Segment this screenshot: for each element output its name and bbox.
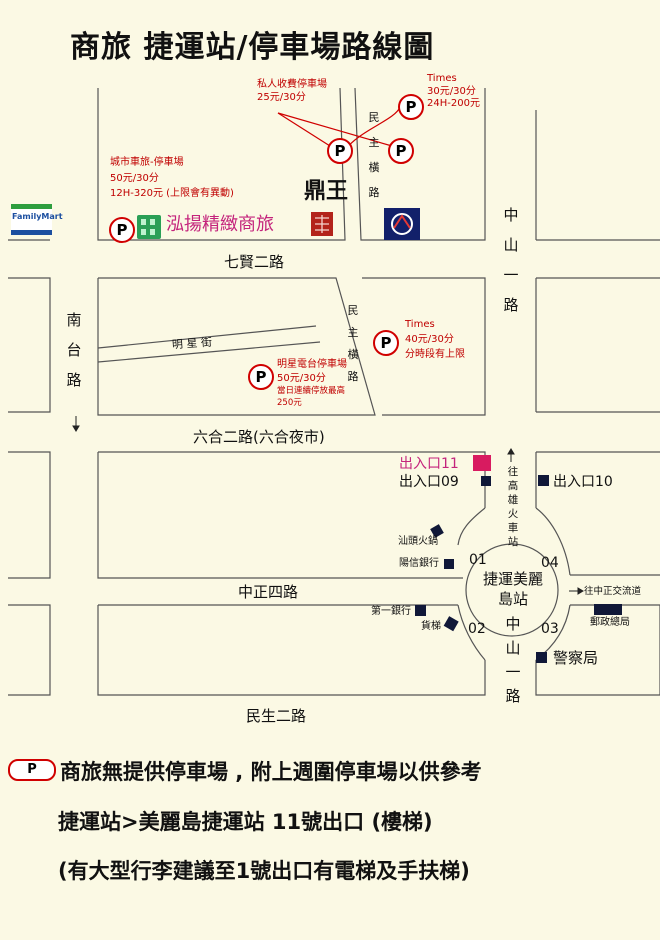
- parking-mingxing-note: 當日連續停放最高: [277, 386, 346, 396]
- station-label: 捷運美麗島站: [483, 570, 544, 608]
- page-title: 商旅 捷運站/停車場路線圖: [70, 30, 435, 65]
- parking-icon: P: [327, 138, 353, 164]
- road-qixian: 七賢二路: [224, 253, 285, 271]
- parking-mingxing: 明星電台停車場 50元/30分 當日連續停放最高 250元: [277, 358, 347, 410]
- exit-01-label: 01: [469, 552, 487, 568]
- exit-09-label: 出入口09: [399, 474, 459, 490]
- road-zhongshan-upper: 中山一路: [503, 206, 519, 314]
- parking-mingxing-cap: 250元: [277, 397, 302, 408]
- parking-times-mid-rate: 40元/30分: [405, 334, 454, 345]
- post-label: 郵政總局: [590, 617, 630, 628]
- dingwang-label: 鼎王: [304, 178, 349, 204]
- parking-city-daily: 12H-320元 (上限會有異動): [110, 188, 234, 199]
- exit-09-marker: [481, 476, 491, 486]
- firstbank-label: 第一銀行: [371, 606, 411, 617]
- exit-11-marker: [473, 455, 491, 471]
- legend-line-1: 商旅無提供停車場 , 附上週圍停車場以供參考: [60, 760, 482, 784]
- exit-04-label: 04: [541, 555, 559, 571]
- parking-icon: P: [248, 364, 274, 390]
- legend-line-2: 捷運站>美麗島捷運站 11號出口 (樓梯): [58, 810, 433, 834]
- yangxin-marker: [444, 559, 454, 569]
- road-liuhe: 六合二路(六合夜市): [193, 428, 325, 446]
- parking-times-top: Times 30元/30分 24H-200元: [427, 73, 480, 111]
- parking-city-name: 城市車旅-停車場: [110, 157, 184, 168]
- to-interchange-label: 往中正交流道: [584, 586, 642, 597]
- parking-times-mid: Times 40元/30分 分時段有上限: [405, 317, 465, 362]
- parking-private-rate: 25元/30分: [257, 91, 306, 103]
- firstbank-marker: [415, 605, 426, 616]
- exit-03-label: 03: [541, 621, 559, 637]
- parking-city: 城市車旅-停車場 50元/30分 12H-320元 (上限會有異動): [110, 155, 234, 202]
- parking-icon: P: [388, 138, 414, 164]
- parking-private-name: 私人收費停車場: [257, 79, 327, 90]
- police-label: 警察局: [553, 649, 599, 667]
- parking-icon: P: [398, 94, 424, 120]
- familymart-label: FamilyMart: [12, 212, 63, 221]
- parking-icon: P: [109, 217, 135, 243]
- road-zhongshan-lower: 中山一路: [505, 615, 521, 705]
- stairs-label: 貨梯: [421, 621, 441, 632]
- exit-11-label: 出入口11: [399, 456, 459, 472]
- exit-01-marker: [430, 524, 444, 538]
- parking-times-top-rate: 30元/30分: [427, 85, 476, 97]
- exit-02-marker: [443, 616, 459, 632]
- to-kaohsiung-label: 往高雄火車站: [507, 466, 519, 548]
- road-minsheng: 民生二路: [246, 707, 307, 725]
- exit-02-label: 02: [468, 621, 486, 637]
- road-zhongzheng: 中正四路: [238, 583, 299, 601]
- parking-icon: P: [8, 759, 56, 781]
- parking-private: 私人收費停車場 25元/30分: [257, 79, 327, 104]
- parking-times-top-name: Times: [427, 73, 457, 84]
- parking-mingxing-name: 明星電台停車場: [277, 359, 347, 370]
- police-marker: [536, 652, 547, 663]
- road-minzhu-mid: 民主橫路: [347, 304, 359, 383]
- hotel-name: 泓揚精緻商旅: [166, 214, 274, 235]
- road-minzhu-upper: 民主橫路: [368, 111, 380, 199]
- road-mingxing: 明 星 街: [171, 335, 213, 352]
- metro-logo-icon: [384, 208, 420, 240]
- yangxin-label: 陽信銀行: [399, 558, 439, 569]
- post-marker: [594, 604, 622, 615]
- parking-city-rate: 50元/30分: [110, 172, 159, 184]
- building-icon: [137, 215, 161, 239]
- legend-line-3: (有大型行李建議至1號出口有電梯及手扶梯): [58, 859, 470, 883]
- dingwang-seal-icon: [311, 212, 333, 236]
- road-nantai: 南台路: [66, 311, 82, 389]
- parking-times-mid-note: 分時段有上限: [405, 349, 465, 360]
- parking-mingxing-rate: 50元/30分: [277, 373, 326, 384]
- parking-icon: P: [373, 330, 399, 356]
- exit-10-marker: [538, 475, 549, 486]
- parking-times-top-daily: 24H-200元: [427, 98, 480, 109]
- parking-times-mid-name: Times: [405, 319, 435, 330]
- familymart-sign: [11, 204, 52, 235]
- exit-10-label: 出入口10: [553, 474, 613, 490]
- shantou-label: 汕頭火鍋: [398, 536, 438, 547]
